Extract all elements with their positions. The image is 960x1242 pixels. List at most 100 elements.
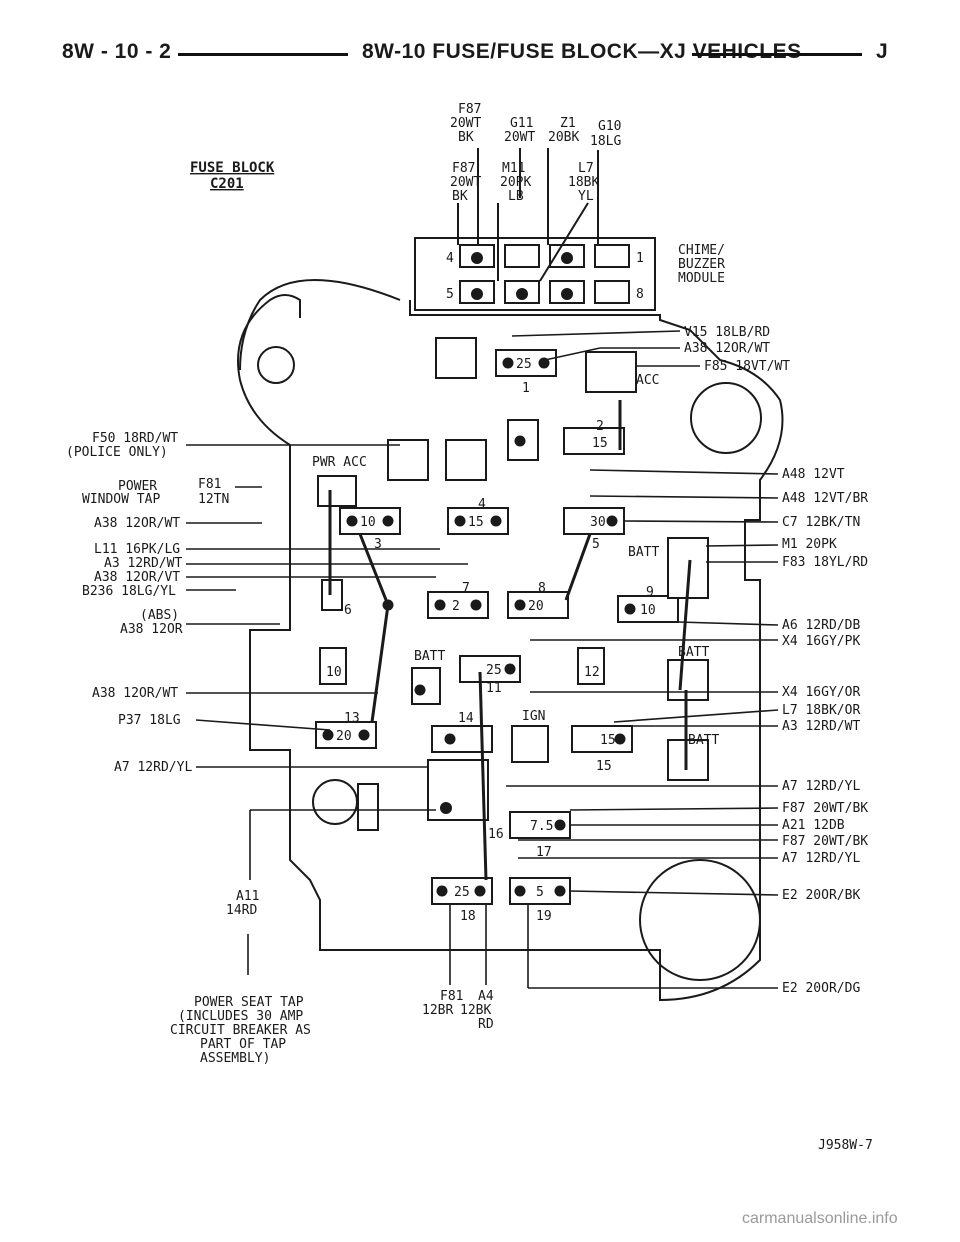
right-wire-a6: A6 12RD/DB	[782, 618, 860, 633]
fuse-pos-8: 8	[538, 581, 546, 596]
right-wire-a38: A38 12OR/WT	[684, 341, 770, 356]
fuse-amp-13: 20	[336, 729, 352, 744]
chime-module-box	[414, 237, 656, 311]
outer-arc-top-left	[239, 279, 401, 371]
top-wires	[457, 148, 599, 282]
top-wire-g10-l2: 18LG	[590, 134, 621, 149]
fuse-block-connector: C201	[210, 176, 244, 192]
left-wire-abs: (ABS)	[140, 608, 179, 623]
fuse-dots	[322, 357, 636, 897]
fuse-amp-7: 2	[452, 599, 460, 614]
right-wire-a48: A48 12VT	[782, 467, 845, 482]
connector-pin-dots	[471, 252, 573, 300]
fuse-pos-2: 2	[596, 419, 604, 434]
pin-number-4: 4	[446, 251, 454, 266]
top-wire-m11-l2: 20PK	[500, 175, 531, 190]
fuse-sockets	[315, 337, 709, 905]
bottom-wires	[449, 904, 487, 985]
right-wire-f87-b: F87 20WT/BK	[782, 834, 868, 849]
bottom-wire-a4-size: 12BK	[460, 1003, 491, 1018]
header-rule-right	[692, 53, 862, 56]
fuse-pos-6: 6	[344, 603, 352, 618]
left-wire-power: POWER	[118, 479, 157, 494]
left-wire-a11: A11	[236, 889, 259, 904]
top-wire-f87-b-l3: BK	[452, 189, 468, 204]
fuse-pos-15: 15	[596, 759, 612, 774]
right-wire-e2-dg: E2 20OR/DG	[782, 981, 860, 996]
right-wire-f85: F85 18VT/WT	[704, 359, 790, 374]
header-rule-left	[178, 53, 348, 56]
power-seat-note-l2: (INCLUDES 30 AMP	[178, 1009, 303, 1024]
right-wire-x4-pk: X4 16GY/PK	[782, 634, 860, 649]
top-wire-l7-l2: 18BK	[568, 175, 599, 190]
top-wire-g11-l1: G11	[510, 116, 533, 131]
fuse-amp-18: 25	[454, 885, 470, 900]
fuse-amp-15: 15	[600, 733, 616, 748]
left-leader-lines	[186, 444, 468, 975]
fuse-pos-17: 17	[536, 845, 552, 860]
fuse-amp-5: 30	[590, 515, 606, 530]
right-wire-a21: A21 12DB	[782, 818, 845, 833]
fuse-pos-14: 14	[458, 711, 474, 726]
watermark: carmanualsonline.info	[742, 1210, 898, 1227]
label-ign: IGN	[522, 709, 545, 724]
figure-id: J958W-7	[818, 1138, 873, 1153]
pin-number-8: 8	[636, 287, 644, 302]
fuse-amp-17: 7.5	[530, 819, 553, 834]
right-wire-a7-2: A7 12RD/YL	[782, 851, 860, 866]
right-wire-l7: L7 18BK/OR	[782, 703, 860, 718]
right-wire-a3: A3 12RD/WT	[782, 719, 860, 734]
fuse-pos-1: 1	[522, 381, 530, 396]
fuse-amp-9: 10	[640, 603, 656, 618]
top-wire-m11-l3: LB	[508, 189, 524, 204]
bottom-wire-a4: A4	[478, 989, 494, 1004]
pin-number-1: 1	[636, 251, 644, 266]
mounting-hole-bottom-left	[312, 779, 358, 825]
right-wire-c7: C7 12BK/TN	[782, 515, 860, 530]
fuse-block-outline	[237, 294, 784, 1002]
top-wire-z1-l2: 20BK	[548, 130, 579, 145]
left-wire-a38-or: A38 12OR	[120, 622, 183, 637]
right-wire-f83: F83 18YL/RD	[782, 555, 868, 570]
page-header: 8W - 10 - 2 8W-10 FUSE/FUSE BLOCK—XJ VEH…	[0, 40, 960, 80]
power-seat-note-l1: POWER SEAT TAP	[194, 995, 304, 1010]
power-seat-note-l5: ASSEMBLY)	[200, 1051, 270, 1066]
fuse-pos-11: 11	[486, 681, 502, 696]
fuse-block-title: FUSE BLOCK	[190, 160, 275, 176]
left-wire-l11: L11 16PK/LG	[94, 542, 180, 557]
top-wire-g11-l2: 20WT	[504, 130, 535, 145]
top-wire-z1-l1: Z1	[560, 116, 576, 131]
top-wire-f87-a-l2: 20WT	[450, 116, 481, 131]
right-wire-f87-a: F87 20WT/BK	[782, 801, 868, 816]
left-wire-a38-ov: A38 12OR/VT	[94, 570, 180, 585]
power-seat-note-l4: PART OF TAP	[200, 1037, 286, 1052]
right-wire-a7: A7 12RD/YL	[782, 779, 860, 794]
right-wire-a48-br: A48 12VT/BR	[782, 491, 868, 506]
label-pwr-acc: PWR ACC	[312, 455, 367, 470]
left-wire-a7: A7 12RD/YL	[114, 760, 192, 775]
fuse-pos-19: 19	[536, 909, 552, 924]
fuse-pos-7: 7	[462, 581, 470, 596]
bottom-wire-f81: F81	[440, 989, 463, 1004]
fuse-pos-4: 4	[478, 497, 486, 512]
fuse-pos-18: 18	[460, 909, 476, 924]
fuse-pos-5: 5	[592, 537, 600, 552]
top-wire-f87-b-l1: F87	[452, 161, 475, 176]
top-wire-g10-l1: G10	[598, 119, 621, 134]
connector-row-bottom	[459, 280, 630, 304]
page-reference: 8W - 10 - 2	[62, 40, 172, 63]
bottom-wire-a4-color: RD	[478, 1017, 494, 1032]
module-label-line3: MODULE	[678, 271, 725, 286]
right-wire-e2-bk: E2 20OR/BK	[782, 888, 860, 903]
fuse-pos-10: 10	[326, 665, 342, 680]
fuse-amp-4: 15	[468, 515, 484, 530]
right-leader-lines	[506, 330, 779, 989]
fuse-pos-9: 9	[646, 585, 654, 600]
label-batt-4: BATT	[688, 733, 719, 748]
mounting-boss-bottom-right	[639, 859, 761, 981]
label-batt-2: BATT	[414, 649, 445, 664]
fuse-amp-3: 10	[360, 515, 376, 530]
section-title: 8W-10 FUSE/FUSE BLOCK—XJ VEHICLES	[362, 40, 802, 63]
mounting-boss-right	[690, 382, 762, 454]
connector-row-top	[459, 244, 630, 268]
